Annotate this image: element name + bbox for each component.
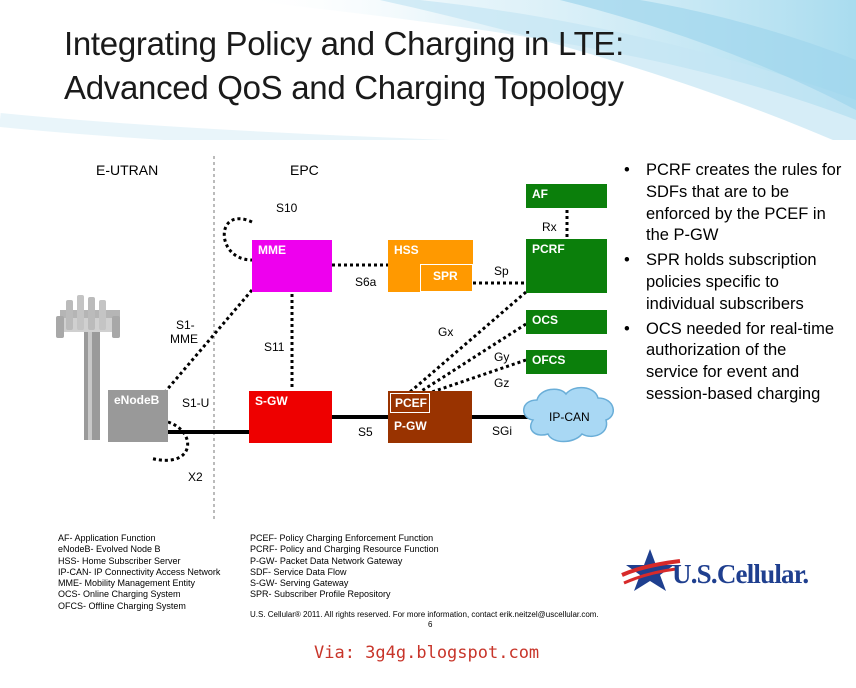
s11-label: S11	[264, 340, 285, 354]
s10-link	[222, 217, 253, 262]
s5-label: S5	[358, 425, 373, 439]
pcef-node: PCEF	[390, 393, 430, 413]
copyright-text: U.S. Cellular® 2011. All rights reserved…	[250, 610, 599, 619]
gz-link	[431, 358, 527, 394]
gy-label: Gy	[494, 350, 510, 364]
legend-item: OFCS- Offline Charging System	[58, 600, 186, 611]
legend-item: PCRF- Policy and Charging Resource Funct…	[250, 544, 439, 555]
ocs-node: OCS	[526, 310, 607, 334]
legend-item: MME- Mobility Management Entity	[58, 578, 196, 589]
s1-mme-link	[163, 289, 254, 393]
ofcs-label: OFCS	[532, 353, 566, 367]
header-background	[0, 0, 856, 140]
sgi-label: SGi	[492, 424, 513, 438]
mme-node: MME	[252, 240, 332, 292]
legend-right: PCEF- Policy Charging Enforcement Functi…	[250, 533, 439, 601]
ocs-label: OCS	[532, 313, 559, 327]
ofcs-node: OFCS	[526, 350, 607, 374]
enodeb-label: eNodeB	[114, 393, 160, 407]
section-epc: EPC	[290, 162, 319, 178]
title-line-2: Advanced QoS and Charging Topology	[64, 69, 624, 106]
legend-item: AF- Application Function	[58, 533, 156, 543]
logo-text: U.S.Cellular.	[672, 559, 809, 589]
mme-label: MME	[258, 243, 286, 257]
bullet-list: PCRF creates the rules for SDFs that are…	[622, 160, 842, 409]
section-eutran: E-UTRAN	[96, 162, 159, 178]
page-number: 6	[428, 620, 433, 629]
bullet-item: PCRF creates the rules for SDFs that are…	[622, 160, 842, 247]
gx-link	[409, 290, 527, 394]
legend-item: IP-CAN- IP Connectivity Access Network	[58, 566, 221, 577]
rx-label: Rx	[542, 220, 557, 234]
legend-item: OCS- Online Charging System	[58, 589, 181, 600]
enodeb-node: eNodeB	[108, 390, 168, 442]
bullet-item: SPR holds subscription policies specific…	[622, 250, 842, 315]
legend-item: S-GW- Serving Gateway	[250, 578, 349, 589]
legend-item: PCEF- Policy Charging Enforcement Functi…	[250, 533, 434, 543]
legend-left: AF- Application Function eNodeB- Evolved…	[58, 533, 220, 612]
bullet-item: OCS needed for real-time authorization o…	[622, 319, 842, 406]
pcrf-node: PCRF	[526, 239, 607, 293]
af-label: AF	[532, 187, 548, 201]
spr-label: SPR	[433, 269, 458, 283]
ip-can-label: IP-CAN	[549, 410, 590, 424]
star-logo-icon	[621, 549, 681, 591]
via-credit: Via: 3g4g.blogspot.com	[314, 643, 540, 663]
hss-label: HSS	[394, 243, 419, 257]
spr-node: SPR	[420, 264, 473, 292]
ip-can-cloud	[523, 386, 614, 443]
antenna-tower-icon	[56, 295, 120, 440]
legend-item: P-GW- Packet Data Network Gateway	[250, 555, 403, 566]
af-node: AF	[526, 184, 607, 208]
gy-link	[419, 322, 527, 394]
legend-item: eNodeB- Evolved Node B	[58, 544, 161, 555]
pgw-label: P-GW	[394, 419, 427, 433]
pcrf-label: PCRF	[532, 242, 565, 256]
title-line-1: Integrating Policy and Charging in LTE:	[64, 25, 625, 62]
s1-mme-label-2: MME	[170, 332, 198, 346]
s1-u-label: S1-U	[182, 396, 210, 410]
gz-label: Gz	[494, 376, 510, 390]
x2-label: X2	[188, 470, 203, 484]
sp-label: Sp	[494, 264, 509, 278]
legend-item: SPR- Subscriber Profile Repository	[250, 589, 391, 600]
legend-item: SDF- Service Data Flow	[250, 566, 347, 577]
s10-label: S10	[276, 201, 298, 215]
legend-item: HSS- Home Subscriber Server	[58, 555, 181, 566]
slide-title: Integrating Policy and Charging in LTE: …	[64, 22, 624, 110]
s1-mme-label-1: S1-	[176, 318, 195, 332]
pcef-label: PCEF	[395, 396, 428, 410]
sgw-label: S-GW	[255, 394, 288, 408]
s6a-label: S6a	[355, 275, 377, 289]
gx-label: Gx	[438, 325, 454, 339]
sgw-node: S-GW	[249, 391, 332, 443]
